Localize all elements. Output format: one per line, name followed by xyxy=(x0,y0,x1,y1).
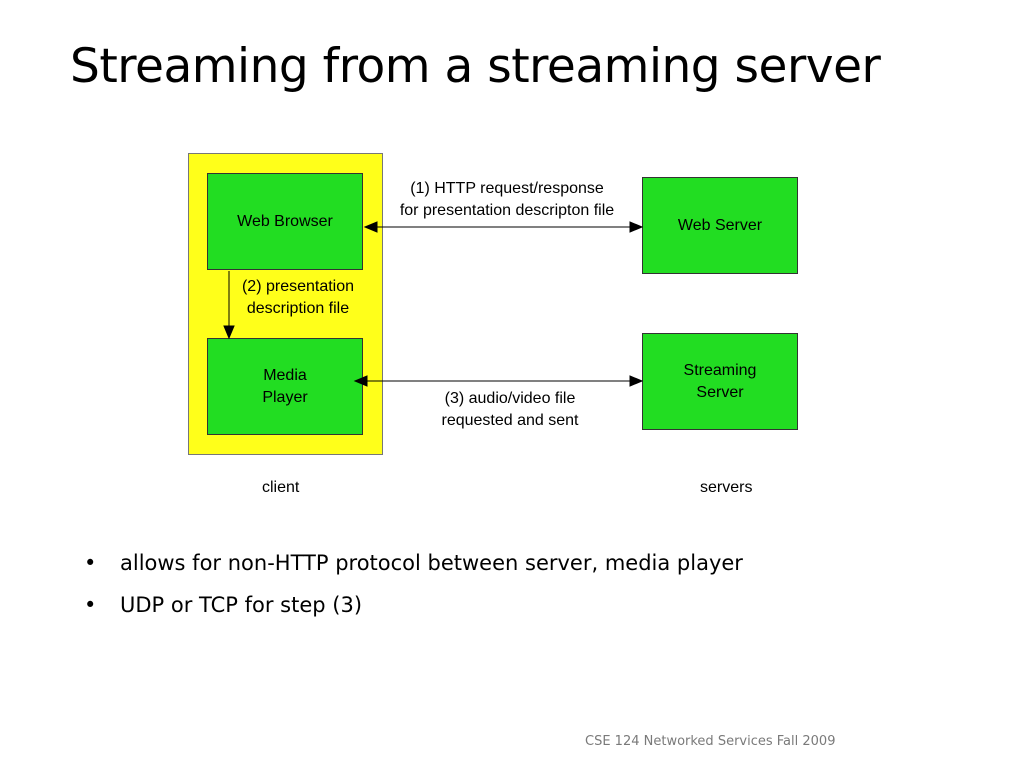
streaming-server-node: Streaming Server xyxy=(642,333,798,430)
client-group-label: client xyxy=(262,479,300,496)
http-request-arrow xyxy=(363,221,644,233)
http-request-label: (1) HTTP request/response for presentati… xyxy=(399,180,615,219)
bullet-list: • allows for non-HTTP protocol between s… xyxy=(80,546,743,630)
servers-group-label: servers xyxy=(700,479,753,496)
media-player-node: Media Player xyxy=(207,338,363,435)
av-stream-label: (3) audio/video file requested and sent xyxy=(441,390,579,429)
slide-footer: CSE 124 Networked Services Fall 2009 xyxy=(585,734,836,749)
presentation-file-arrow xyxy=(223,271,235,340)
bullet-text: UDP or TCP for step (3) xyxy=(120,593,363,617)
slide-title: Streaming from a streaming server xyxy=(70,39,881,94)
web-browser-node: Web Browser xyxy=(207,173,363,270)
bullet-text: allows for non-HTTP protocol between ser… xyxy=(120,551,743,575)
bullet-item: • UDP or TCP for step (3) xyxy=(80,588,743,630)
presentation-file-label: (2) presentation description file xyxy=(241,278,355,317)
bullet-icon: • xyxy=(84,593,97,617)
bullet-icon: • xyxy=(84,551,97,575)
web-server-node: Web Server xyxy=(642,177,798,274)
bullet-item: • allows for non-HTTP protocol between s… xyxy=(80,546,743,588)
av-stream-arrow xyxy=(353,375,644,387)
